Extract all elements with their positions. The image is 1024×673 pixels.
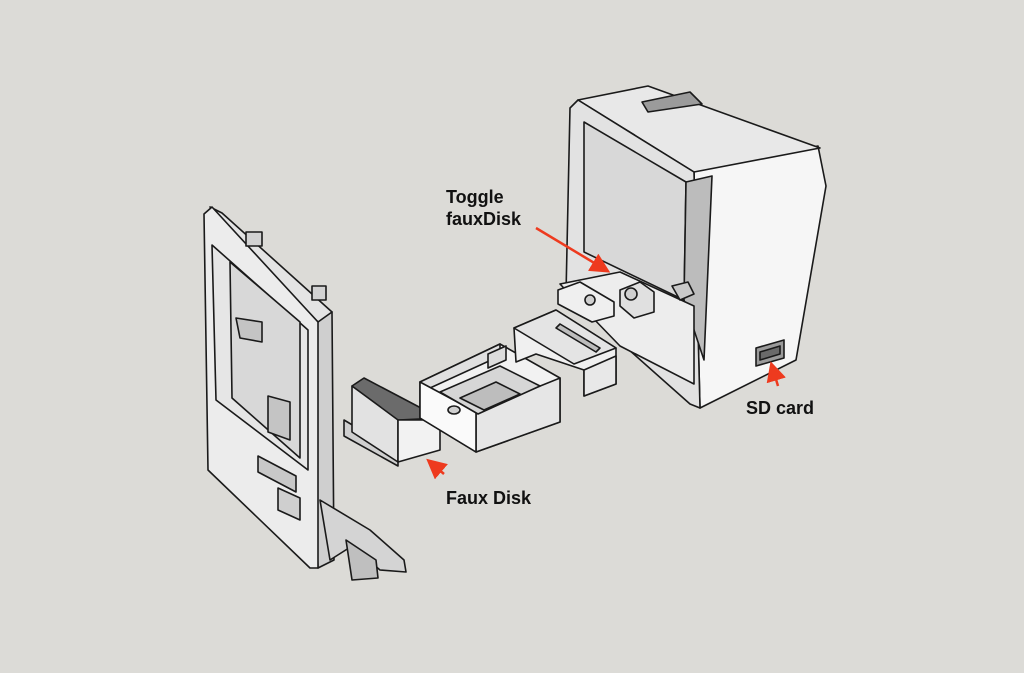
middle-tray-part <box>419 343 561 453</box>
faux-disk-part <box>343 377 441 467</box>
faux-disk-label: Faux Disk <box>446 488 532 508</box>
switch-bracket-part <box>513 309 617 397</box>
toggle-arrow <box>535 226 611 273</box>
toggle-fauxdisk-label: Toggle fauxDisk <box>446 186 521 230</box>
sd-card-arrow <box>766 361 786 387</box>
toggle-label-line1: Toggle <box>446 187 504 207</box>
callout-arrows <box>426 226 786 480</box>
sd-card-label: SD card <box>746 398 815 418</box>
front-bezel-part <box>203 206 407 581</box>
faux-disk-arrow <box>426 458 448 480</box>
toggle-label-line2: fauxDisk <box>446 209 522 229</box>
